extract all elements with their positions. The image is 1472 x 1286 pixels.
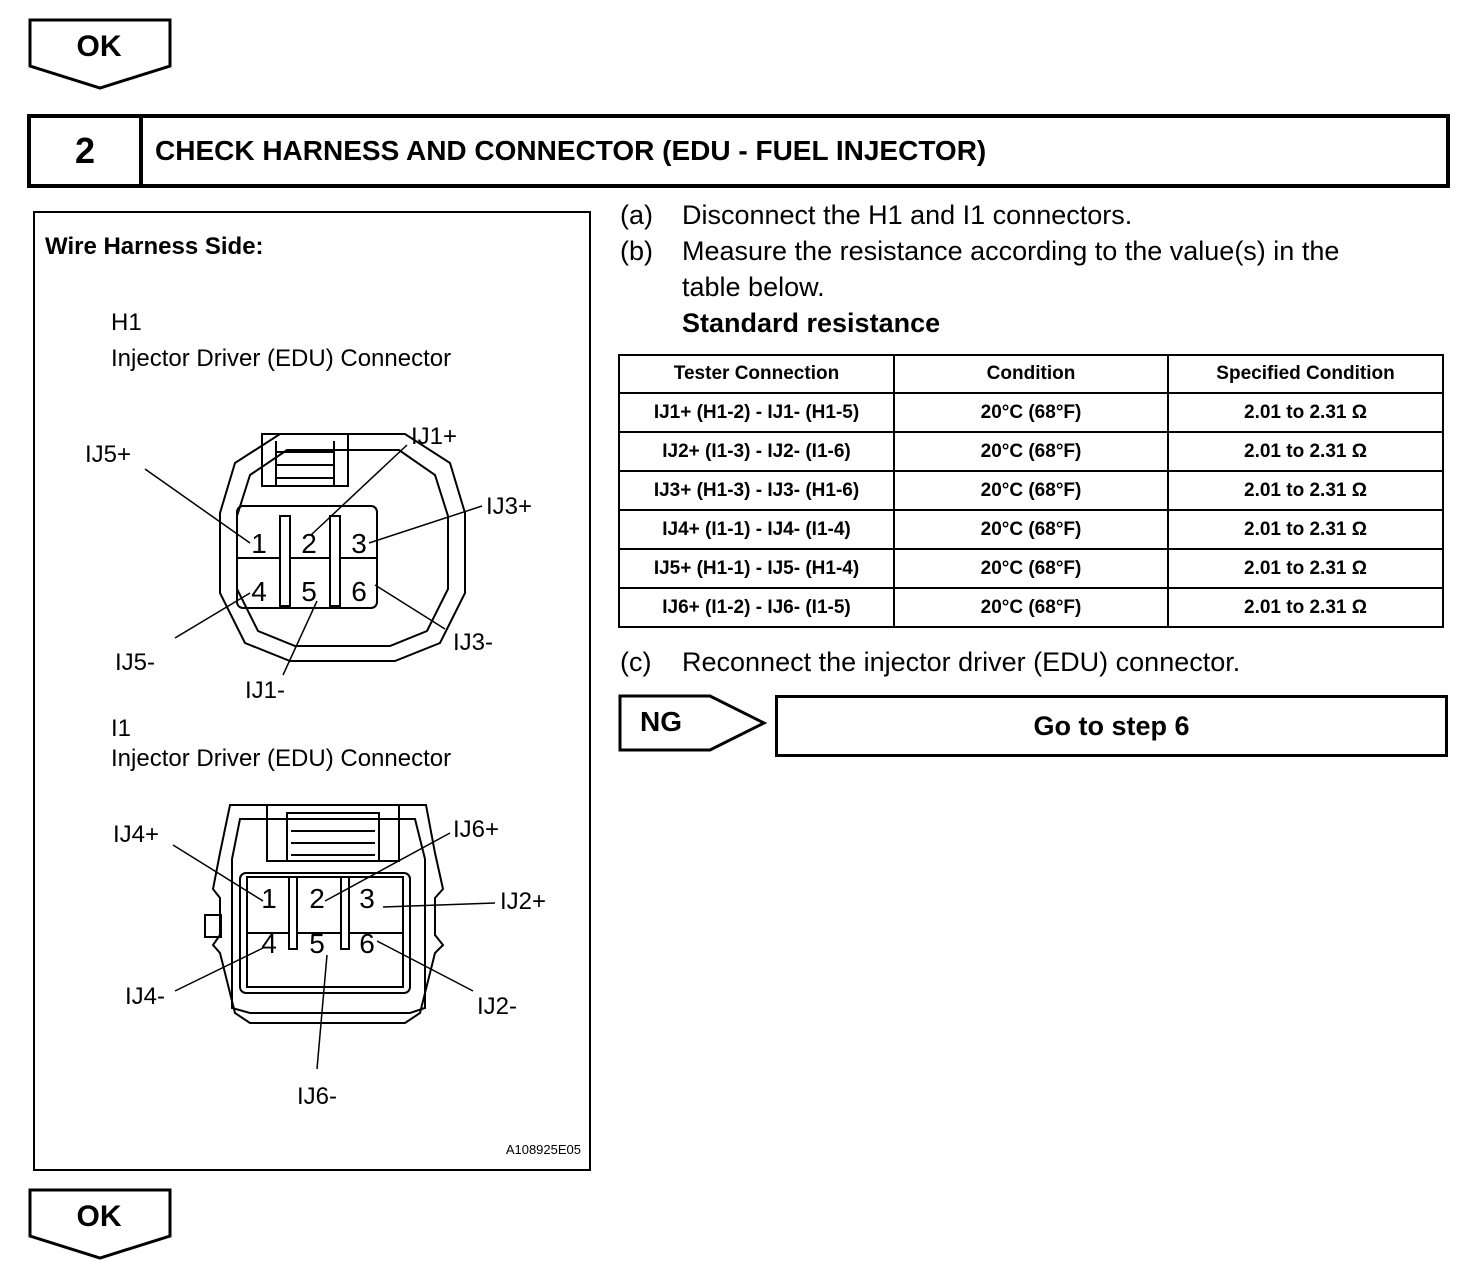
cell-spec: 2.01 to 2.31 Ω bbox=[1167, 587, 1444, 628]
h1-pin-1: 1 bbox=[251, 528, 267, 559]
go-to-step-link[interactable]: Go to step 6 bbox=[775, 695, 1448, 757]
ng-label: NG bbox=[640, 706, 682, 737]
table-header-row: Tester Connection Condition Specified Co… bbox=[618, 354, 1444, 394]
instruction-a-letter: (a) bbox=[620, 200, 653, 230]
cell-connection: IJ3+ (H1-3) - IJ3- (H1-6) bbox=[618, 470, 895, 511]
i1-pin-5: 5 bbox=[309, 928, 325, 959]
standard-resistance-heading: Standard resistance bbox=[682, 308, 941, 338]
i1-pin-4: 4 bbox=[261, 928, 277, 959]
h1-connector-shape bbox=[219, 433, 466, 662]
h1-connector-id: H1 bbox=[111, 309, 142, 336]
h1-pin-3: 3 bbox=[351, 528, 367, 559]
table-row: IJ5+ (H1-1) - IJ5- (H1-4) 20°C (68°F) 2.… bbox=[618, 548, 1444, 589]
h1-leader-lines bbox=[144, 444, 483, 676]
ng-badge: NG bbox=[618, 694, 768, 752]
i1-pin-3: 3 bbox=[359, 883, 375, 914]
cell-connection: IJ6+ (I1-2) - IJ6- (I1-5) bbox=[618, 587, 895, 628]
ok-badge-bottom: OK bbox=[28, 1188, 174, 1262]
h1-pin-2: 2 bbox=[301, 528, 317, 559]
cell-condition: 20°C (68°F) bbox=[893, 470, 1169, 511]
instruction-c-text: Reconnect the injector driver (EDU) conn… bbox=[682, 647, 1241, 677]
i1-callout-ij2minus: IJ2- bbox=[477, 993, 518, 1020]
i1-pin-6: 6 bbox=[359, 928, 375, 959]
i1-pin-2: 2 bbox=[309, 883, 325, 914]
table-row: IJ4+ (I1-1) - IJ4- (I1-4) 20°C (68°F) 2.… bbox=[618, 509, 1444, 550]
header-specified-condition: Specified Condition bbox=[1167, 354, 1444, 394]
h1-callout-ij5plus: IJ5+ bbox=[85, 441, 132, 468]
h1-pin-4: 4 bbox=[251, 576, 267, 607]
instruction-b-text-2: table below. bbox=[682, 272, 825, 302]
table-row: IJ3+ (H1-3) - IJ3- (H1-6) 20°C (68°F) 2.… bbox=[618, 470, 1444, 511]
cell-connection: IJ2+ (I1-3) - IJ2- (I1-6) bbox=[618, 431, 895, 472]
i1-callout-ij4minus: IJ4- bbox=[125, 983, 166, 1010]
i1-callout-ij2plus: IJ2+ bbox=[500, 888, 547, 915]
instruction-c-letter: (c) bbox=[620, 647, 652, 677]
instruction-b-letter: (b) bbox=[620, 236, 653, 266]
i1-connector-name: Injector Driver (EDU) Connector bbox=[111, 745, 452, 772]
cell-connection: IJ1+ (H1-2) - IJ1- (H1-5) bbox=[618, 392, 895, 433]
cell-connection: IJ5+ (H1-1) - IJ5- (H1-4) bbox=[618, 548, 895, 589]
connector-drawings: 1 2 3 4 5 6 bbox=[144, 433, 496, 1070]
h1-pin-5: 5 bbox=[301, 576, 317, 607]
header-condition: Condition bbox=[893, 354, 1169, 394]
i1-pin-1: 1 bbox=[261, 883, 277, 914]
cell-condition: 20°C (68°F) bbox=[893, 431, 1169, 472]
i1-connector-id: I1 bbox=[111, 715, 132, 742]
instruction-a-text: Disconnect the H1 and I1 connectors. bbox=[682, 200, 1133, 230]
figure-heading: Wire Harness Side: bbox=[45, 233, 264, 260]
right-arrow-icon bbox=[618, 694, 768, 752]
down-arrow-icon bbox=[28, 18, 172, 90]
step-title: CHECK HARNESS AND CONNECTOR (EDU - FUEL … bbox=[155, 135, 987, 166]
i1-callout-ij4plus: IJ4+ bbox=[113, 821, 160, 848]
cell-spec: 2.01 to 2.31 Ω bbox=[1167, 470, 1444, 511]
cell-condition: 20°C (68°F) bbox=[893, 509, 1169, 550]
ok-label: OK bbox=[76, 30, 122, 63]
cell-spec: 2.01 to 2.31 Ω bbox=[1167, 509, 1444, 550]
h1-connector-name: Injector Driver (EDU) Connector bbox=[111, 345, 452, 372]
h1-callout-ij3plus: IJ3+ bbox=[486, 493, 533, 520]
down-arrow-icon bbox=[28, 1188, 172, 1260]
h1-callout-ij5minus: IJ5- bbox=[115, 649, 156, 676]
i1-callout-ij6minus: IJ6- bbox=[297, 1083, 338, 1110]
cell-connection: IJ4+ (I1-1) - IJ4- (I1-4) bbox=[618, 509, 895, 550]
h1-pin-6: 6 bbox=[351, 576, 367, 607]
cell-condition: 20°C (68°F) bbox=[893, 392, 1169, 433]
connector-illustration: Wire Harness Side: H1 Injector Driver (E… bbox=[33, 211, 591, 1171]
figure-code: A108925E05 bbox=[505, 1142, 581, 1157]
table-row: IJ6+ (I1-2) - IJ6- (I1-5) 20°C (68°F) 2.… bbox=[618, 587, 1444, 628]
cell-condition: 20°C (68°F) bbox=[893, 587, 1169, 628]
cell-condition: 20°C (68°F) bbox=[893, 548, 1169, 589]
table-row: IJ1+ (H1-2) - IJ1- (H1-5) 20°C (68°F) 2.… bbox=[618, 392, 1444, 433]
step-header: 2 CHECK HARNESS AND CONNECTOR (EDU - FUE… bbox=[27, 114, 1450, 188]
i1-connector-shape bbox=[204, 804, 445, 1024]
h1-callout-ij3minus: IJ3- bbox=[453, 629, 494, 656]
step-number: 2 bbox=[31, 118, 143, 184]
i1-callout-ij6plus: IJ6+ bbox=[453, 816, 500, 843]
h1-callout-ij1plus: IJ1+ bbox=[411, 423, 458, 450]
cell-spec: 2.01 to 2.31 Ω bbox=[1167, 392, 1444, 433]
ok-badge-top: OK bbox=[28, 18, 174, 92]
resistance-table: Tester Connection Condition Specified Co… bbox=[618, 354, 1444, 628]
ok-label: OK bbox=[76, 1200, 122, 1233]
table-row: IJ2+ (I1-3) - IJ2- (I1-6) 20°C (68°F) 2.… bbox=[618, 431, 1444, 472]
cell-spec: 2.01 to 2.31 Ω bbox=[1167, 548, 1444, 589]
i1-leader-lines bbox=[172, 832, 496, 1070]
instruction-b-text-1: Measure the resistance according to the … bbox=[682, 236, 1340, 266]
cell-spec: 2.01 to 2.31 Ω bbox=[1167, 431, 1444, 472]
header-tester-connection: Tester Connection bbox=[618, 354, 895, 394]
h1-callout-ij1minus: IJ1- bbox=[245, 677, 286, 704]
